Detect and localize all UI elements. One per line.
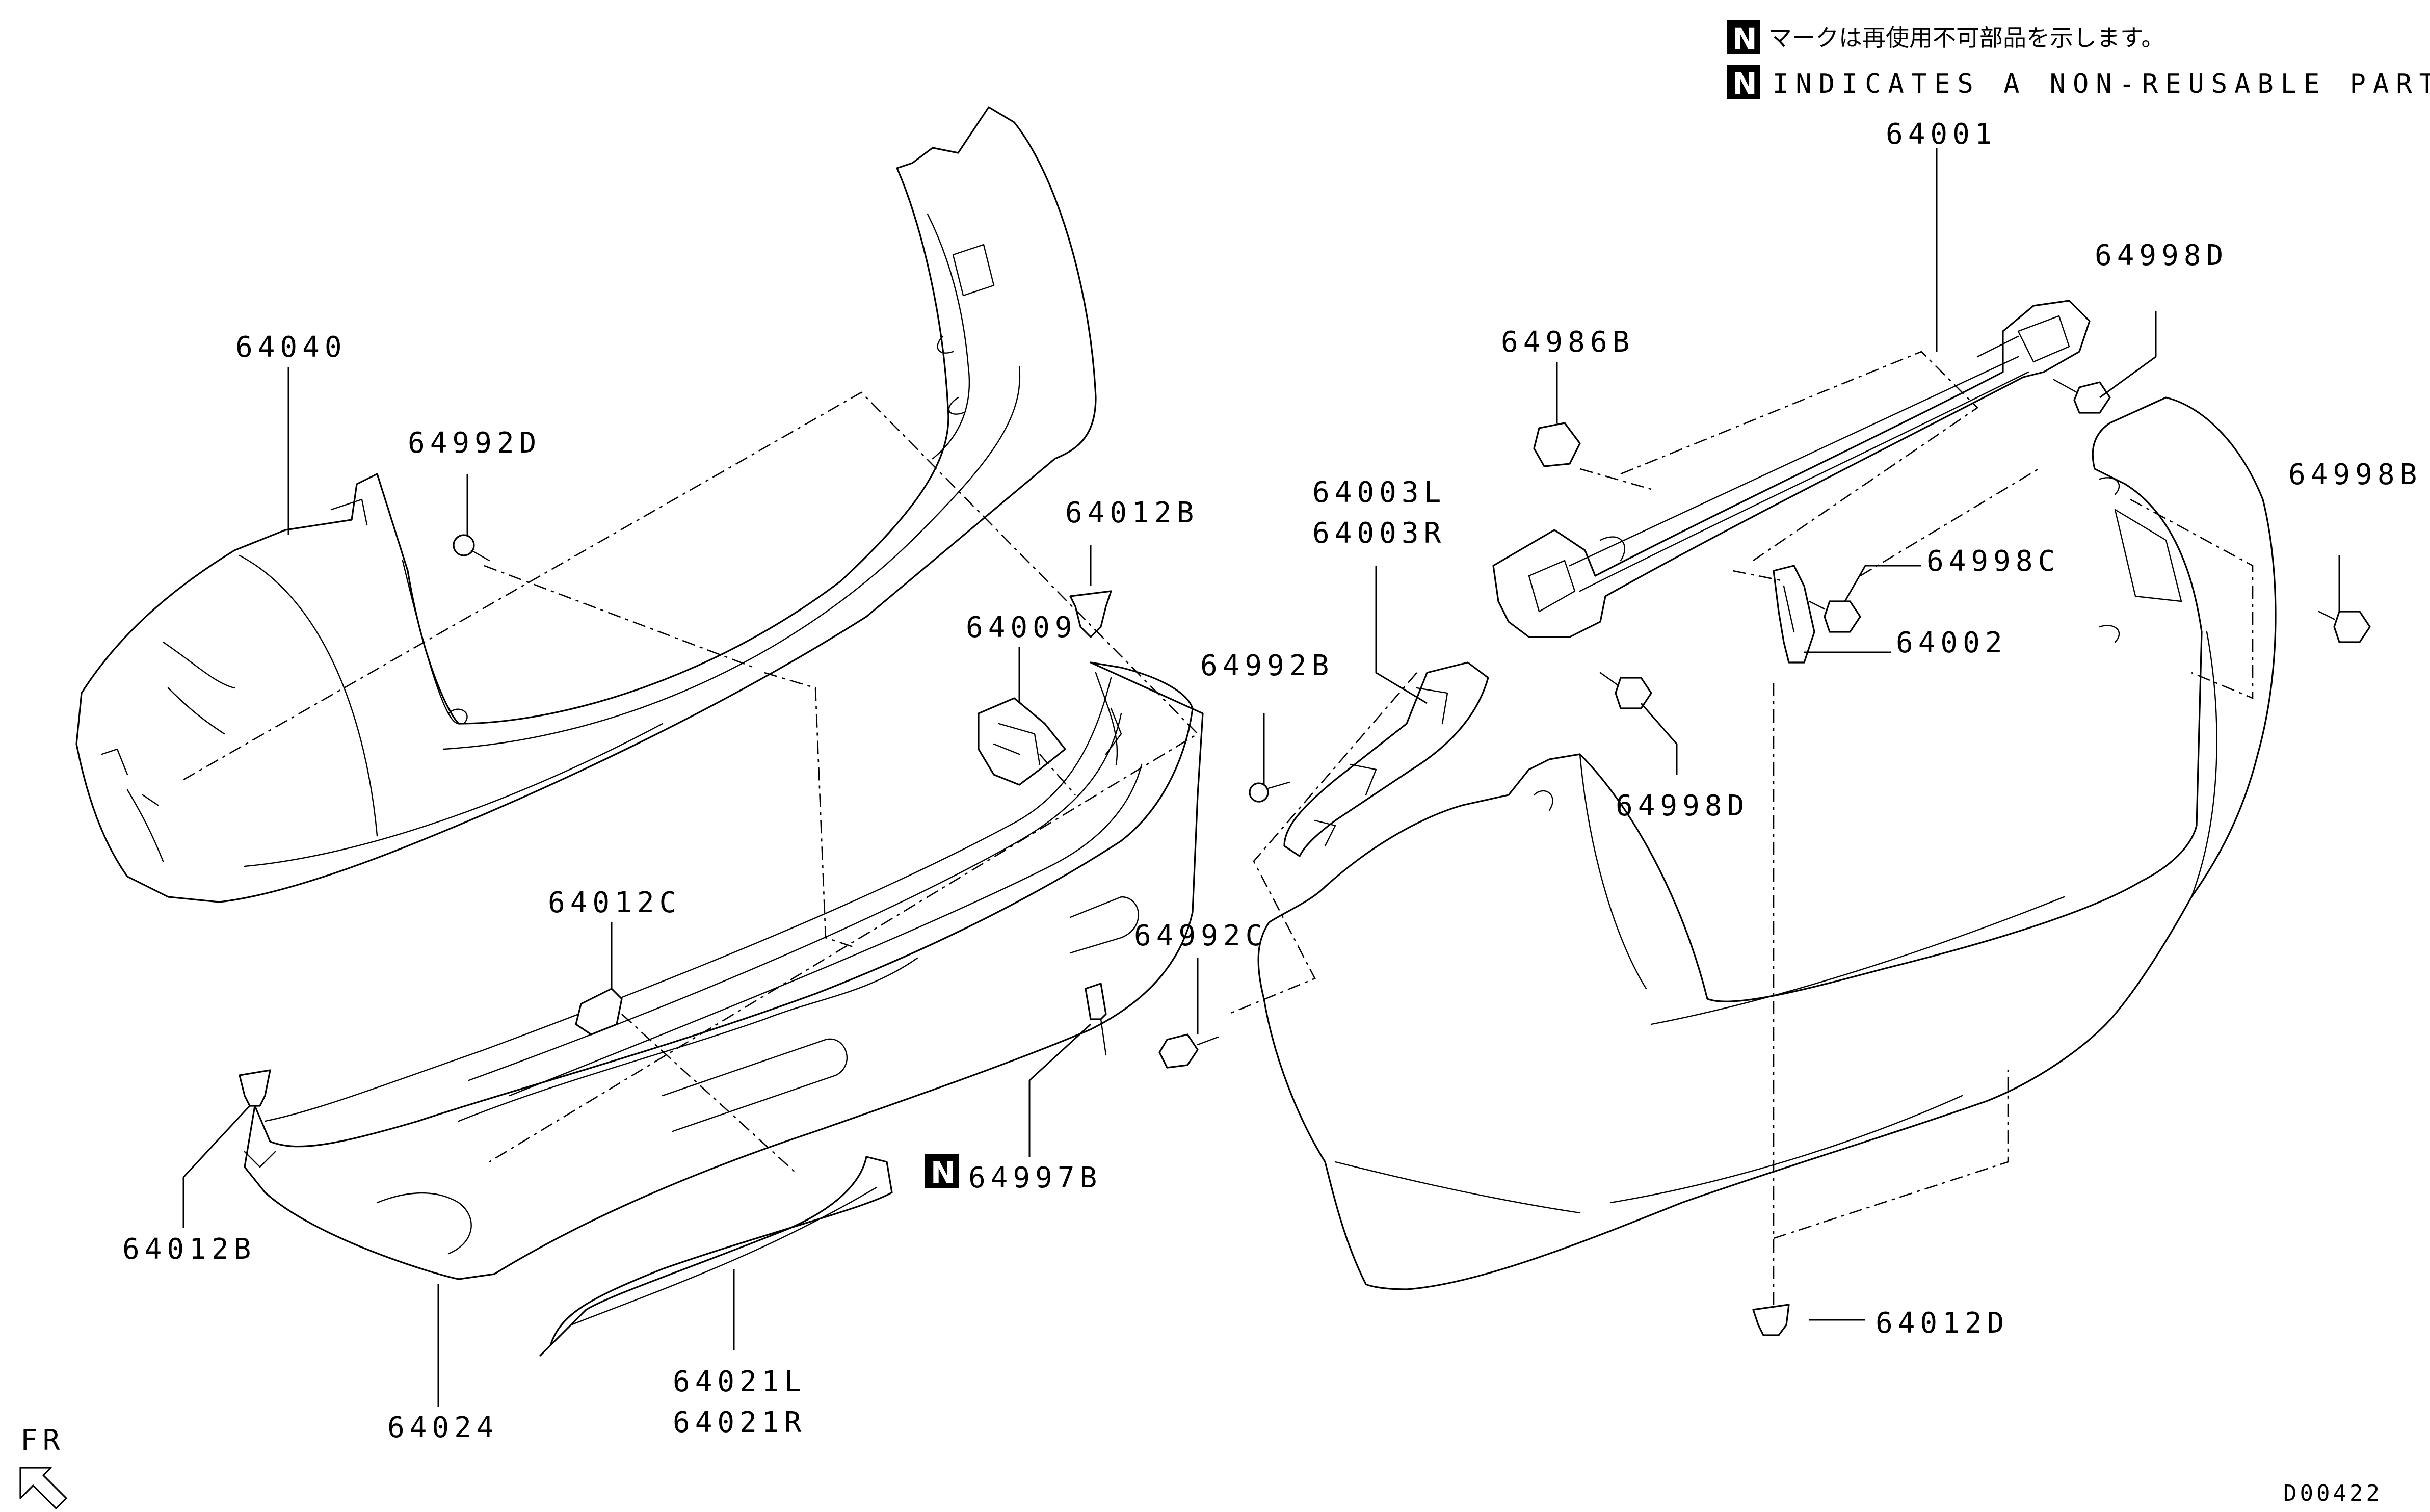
screw-64992C-icon [1158,1033,1219,1069]
label-64040: 64040 [235,331,347,364]
label-64986B: 64986B [1501,326,1634,359]
label-64992B: 64992B [1200,649,1334,682]
front-arrow-icon [19,1467,67,1509]
label-64021R: 64021R [673,1406,806,1439]
bolt-64998D-lower-icon [1599,672,1652,709]
label-64992D: 64992D [408,427,541,460]
label-64001: 64001 [1886,118,1997,151]
screw-64992D-icon [453,534,490,562]
label-64992C: 64992C [1134,919,1267,952]
badge-letter-64997B: N [931,1155,956,1190]
screw-64992B-icon [1249,781,1290,803]
legend: N マークは再使用不可部品を示します。 N INDICATES A NON-RE… [1727,20,2430,101]
label-64998C: 64998C [1926,545,2060,578]
label-64024: 64024 [387,1411,499,1444]
bolt-64998B-icon [2318,611,2371,643]
bracket-64002 [1773,565,1815,664]
label-64021L: 64021L [673,1365,806,1398]
label-64998D-upper: 64998D [2095,239,2228,272]
clip-64012B-lower-icon [239,1069,271,1107]
rivet-64997B-icon [1085,983,1107,1056]
non-reusable-badge-icon [925,1154,959,1188]
bolt-64998D-upper-icon [2053,379,2111,414]
label-64012D: 64012D [1876,1307,2009,1340]
legend-note-japanese: マークは再使用不可部品を示します。 [1768,24,2164,51]
clip-64012C-icon [575,988,623,1036]
label-64012B-lower: 64012B [122,1233,256,1266]
label-64012B-upper: 64012B [1065,496,1199,529]
label-64998D-lower: 64998D [1616,789,1749,823]
label-64002: 64002 [1896,626,2008,659]
nut-64986B-icon [1533,422,1581,467]
lower-bumper-cover-64024 [244,661,1204,1280]
upper-bumper-fascia-64040 [75,106,1097,903]
side-bracket-64003 [1283,661,1489,857]
label-64998B: 64998B [2288,458,2422,491]
label-64009: 64009 [966,611,1077,644]
drawing-code: D00422 [2283,1480,2383,1506]
clip-64012B-upper-icon [1069,590,1112,638]
rear-bumper-assembly [1257,396,2277,1290]
legend-note-english: INDICATES A NON-REUSABLE PART. [1773,69,2430,99]
label-64997B: 64997B [968,1161,1102,1195]
front-direction-label: FR [20,1424,65,1457]
label-64003L: 64003L [1312,476,1446,509]
legend-badge-letter: N [1732,66,1757,101]
legend-badge-letter: N [1732,21,1757,56]
label-64012C: 64012C [548,886,681,919]
bumper-reinforcement-64001 [1492,300,2091,638]
leader-lines [182,148,2340,1407]
lower-finisher-64021 [539,1156,893,1357]
clip-64012D-icon [1752,1304,1790,1336]
bracket-64009 [978,697,1066,786]
part-labels: 64001 64998D 64986B 64998B 64998C 64002 … [122,118,2422,1444]
non-reusable-badge-icon [1727,20,1760,54]
alignment-chain-lines [183,351,2254,1305]
non-reusable-badge-icon [1727,65,1760,99]
fasteners [239,379,2371,1336]
label-64003R: 64003R [1312,517,1446,550]
bolt-64998C-icon [1808,600,1861,633]
front-direction-indicator: FR [19,1424,67,1509]
